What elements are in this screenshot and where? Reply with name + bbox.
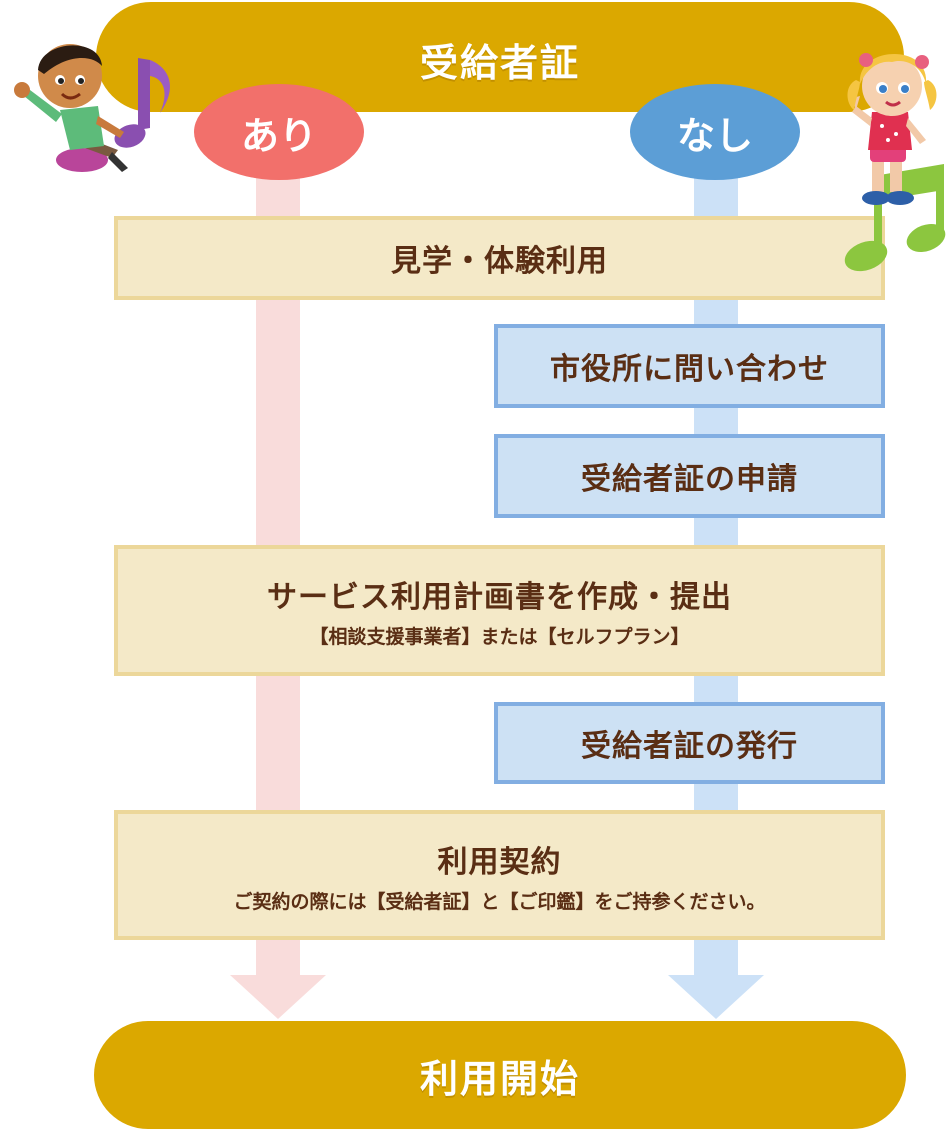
step-visit-box: 見学・体験利用 (114, 216, 885, 300)
girl-on-music-note-icon (844, 53, 946, 272)
step-visit-label: 見学・体験利用 (391, 244, 608, 279)
step-contract-title: 利用契約 (437, 844, 562, 880)
header-pill: 受給者証 (96, 2, 904, 112)
step-inquiry-box: 市役所に問い合わせ (494, 324, 885, 408)
branch-yes-badge: あり (194, 84, 364, 180)
header-title: 受給者証 (419, 41, 580, 85)
boy-with-music-note-icon (14, 44, 171, 172)
branch-no-label: なし (676, 113, 753, 158)
step-inquiry-label: 市役所に問い合わせ (550, 352, 829, 387)
step-issue-label: 受給者証の発行 (581, 729, 798, 764)
step-contract-note: ご契約の際には【受給者証】と【ご印鑑】をご持参ください。 (233, 890, 766, 913)
step-contract-box: 利用契約 ご契約の際には【受給者証】と【ご印鑑】をご持参ください。 (114, 810, 885, 940)
step-apply-label: 受給者証の申請 (581, 462, 798, 497)
yes-flow-arrowhead (230, 975, 326, 1019)
step-apply-box: 受給者証の申請 (494, 434, 885, 518)
footer-title: 利用開始 (419, 1056, 580, 1101)
step-plan-box: サービス利用計画書を作成・提出 【相談支援事業者】または【セルフプラン】 (114, 545, 885, 676)
step-plan-title: サービス利用計画書を作成・提出 (267, 580, 732, 615)
footer-pill: 利用開始 (94, 1021, 906, 1129)
step-plan-note: 【相談支援事業者】または【セルフプラン】 (309, 626, 690, 648)
branch-yes-label: あり (240, 113, 317, 158)
branch-no-badge: なし (630, 84, 800, 180)
step-issue-box: 受給者証の発行 (494, 702, 885, 784)
no-flow-arrowhead (668, 975, 764, 1019)
